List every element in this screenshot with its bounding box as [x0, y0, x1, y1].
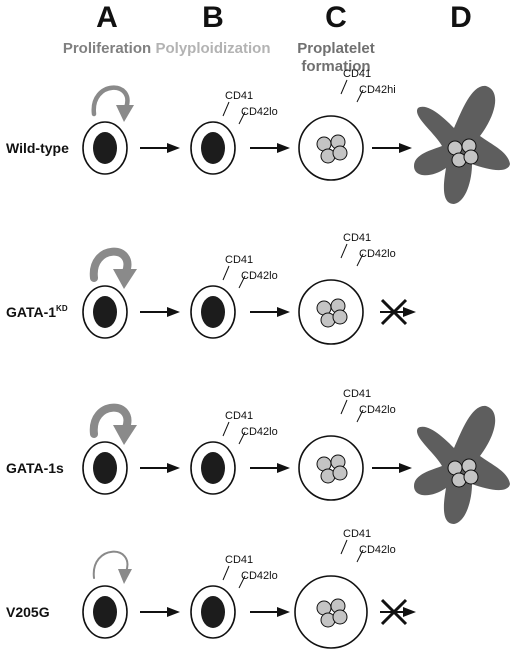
proplatelet-nucleus-lobe	[463, 149, 479, 165]
arrow-b-c-head	[277, 143, 290, 153]
polyploid-nucleus-lobe	[332, 609, 348, 625]
marker-tick	[356, 549, 364, 563]
cd42-label: CD42lo	[359, 544, 396, 556]
marker-tick	[340, 399, 348, 415]
early-megakaryocyte-nucleus	[201, 132, 225, 164]
cd41-label: CD41	[225, 554, 253, 566]
cd42-label: CD42lo	[359, 248, 396, 260]
progenitor-nucleus	[93, 596, 117, 628]
polyploid-megakaryocyte-cell	[298, 115, 364, 181]
row-label-text: GATA-1s	[6, 460, 64, 476]
proliferation-arrow	[91, 85, 130, 117]
arrow-c-d-head	[399, 143, 412, 153]
arrow-b-c-head	[277, 463, 290, 473]
polyploid-nucleus-lobe	[332, 309, 348, 325]
cd42-label: CD42hi	[359, 84, 396, 96]
marker-tick	[238, 111, 246, 125]
row-label-text: GATA-1	[6, 304, 56, 320]
polyploid-megakaryocyte-cell	[298, 435, 364, 501]
proliferation-arrow-head	[116, 105, 134, 122]
progenitor-nucleus	[93, 132, 117, 164]
proliferation-arrow	[92, 550, 129, 579]
column-title-a: Proliferation	[63, 40, 151, 57]
column-letter-a: A	[96, 1, 118, 34]
early-megakaryocyte-nucleus	[201, 296, 225, 328]
marker-tick	[222, 565, 230, 581]
proliferation-arrow-head	[113, 425, 137, 445]
arrow-c-d-head	[399, 463, 412, 473]
blocked-proplatelet-x	[380, 298, 408, 326]
cd41-label: CD41	[225, 90, 253, 102]
cd41-label: CD41	[343, 388, 371, 400]
early-megakaryocyte-nucleus	[201, 452, 225, 484]
marker-tick	[340, 539, 348, 555]
marker-tick	[340, 243, 348, 259]
column-letter-c: C	[325, 1, 347, 34]
arrow-a-b-head	[167, 463, 180, 473]
column-letter-d: D	[450, 1, 472, 34]
marker-tick	[238, 575, 246, 589]
row-label: V205G	[6, 604, 50, 620]
row-label-text: Wild-type	[6, 140, 69, 156]
marker-tick	[222, 265, 230, 281]
column-headers: A Proliferation B Polyploidization C Proplate…	[63, 1, 472, 75]
proplatelet-nucleus-lobe	[463, 469, 479, 485]
row-label: GATA-1KD	[6, 304, 68, 320]
arrow-a-b-head	[167, 607, 180, 617]
proliferation-arrow-head	[118, 569, 132, 584]
column-letter-b: B	[202, 1, 224, 34]
row-label-superscript: KD	[56, 304, 68, 313]
cd41-label: CD41	[225, 410, 253, 422]
cd42-label: CD42lo	[241, 106, 278, 118]
marker-tick	[356, 409, 364, 423]
row-label-text: V205G	[6, 604, 50, 620]
blocked-proplatelet-arrow-head	[403, 307, 416, 317]
marker-tick	[222, 421, 230, 437]
arrow-a-b-head	[167, 307, 180, 317]
arrow-b-c-head	[277, 607, 290, 617]
progenitor-nucleus	[93, 296, 117, 328]
marker-tick	[340, 79, 348, 95]
cd42-label: CD42lo	[241, 426, 278, 438]
marker-tick	[238, 275, 246, 289]
proliferation-arrow	[89, 247, 132, 282]
proliferation-arrow-head	[113, 269, 137, 289]
marker-tick	[356, 253, 364, 267]
blocked-proplatelet-x	[380, 598, 408, 626]
row-label: GATA-1s	[6, 460, 64, 476]
cd41-label: CD41	[343, 68, 371, 80]
genotype-rows: Wild-typeCD41CD42loCD41CD42hiGATA-1KDCD4…	[6, 68, 510, 649]
marker-tick	[356, 89, 364, 103]
cd42-label: CD42lo	[241, 270, 278, 282]
arrow-a-b-head	[167, 143, 180, 153]
cd41-label: CD41	[225, 254, 253, 266]
polyploid-megakaryocyte-cell	[294, 575, 368, 649]
polyploid-nucleus-lobe	[332, 145, 348, 161]
marker-tick	[222, 101, 230, 117]
marker-tick	[238, 431, 246, 445]
polyploid-megakaryocyte-cell	[298, 279, 364, 345]
column-title-b: Polyploidization	[156, 40, 271, 57]
polyploid-nucleus-lobe	[332, 465, 348, 481]
cd41-label: CD41	[343, 232, 371, 244]
arrow-b-c-head	[277, 307, 290, 317]
cd42-label: CD42lo	[359, 404, 396, 416]
row-label: Wild-type	[6, 140, 69, 156]
cd41-label: CD41	[343, 528, 371, 540]
blocked-proplatelet-arrow-head	[403, 607, 416, 617]
column-title-c: Proplatelet	[297, 40, 375, 57]
cd42-label: CD42lo	[241, 570, 278, 582]
progenitor-nucleus	[93, 452, 117, 484]
early-megakaryocyte-nucleus	[201, 596, 225, 628]
column-title-c: formation	[301, 58, 370, 75]
proliferation-arrow	[89, 403, 132, 438]
